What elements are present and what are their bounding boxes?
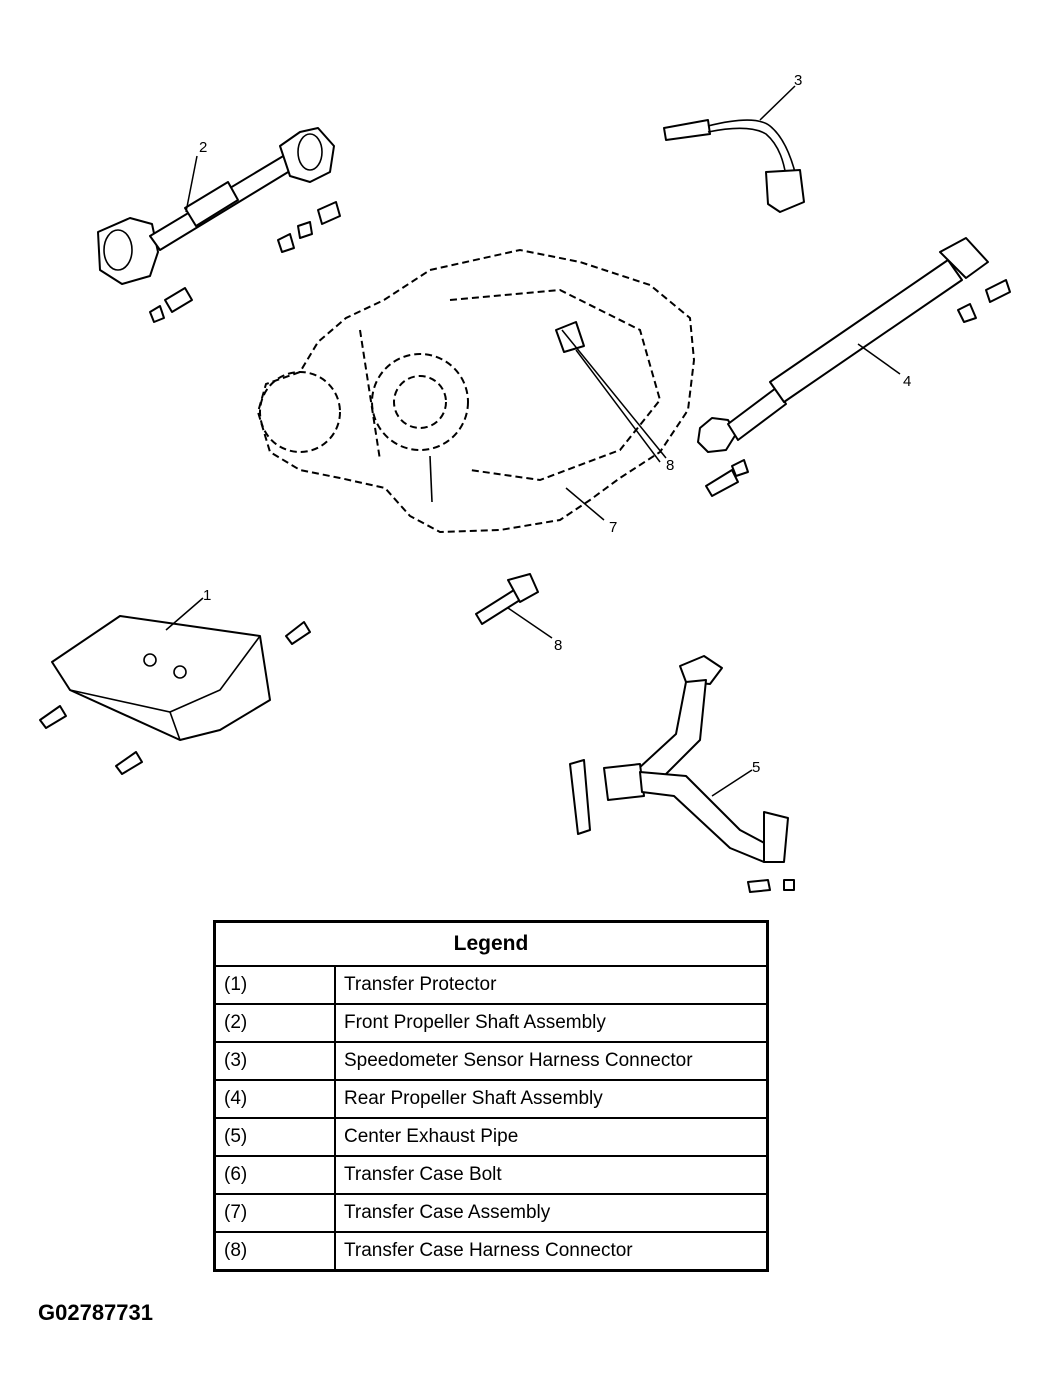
center-exhaust-pipe	[569, 655, 795, 893]
callout-4: 4	[903, 373, 911, 390]
legend-title: Legend	[213, 920, 769, 967]
legend-header-row: Legend	[213, 920, 769, 967]
legend-label: Front Propeller Shaft Assembly	[334, 1003, 769, 1043]
legend-label: Transfer Case Harness Connector	[334, 1231, 769, 1272]
transfer-case-bolt	[475, 573, 539, 625]
legend-label: Transfer Protector	[334, 965, 769, 1005]
legend-label: Speedometer Sensor Harness Connector	[334, 1041, 769, 1081]
callout-2: 2	[199, 139, 207, 156]
legend-row: (7)Transfer Case Assembly	[213, 1193, 769, 1233]
legend-row: (4)Rear Propeller Shaft Assembly	[213, 1079, 769, 1119]
legend-row: (1)Transfer Protector	[213, 965, 769, 1005]
callout-5: 5	[752, 759, 760, 776]
legend-number: (8)	[213, 1231, 336, 1272]
legend-number: (4)	[213, 1079, 336, 1119]
callout-7: 7	[609, 519, 617, 536]
legend-number: (3)	[213, 1041, 336, 1081]
callout-8-lower: 8	[554, 637, 562, 654]
legend-number: (1)	[213, 965, 336, 1005]
diagram-svg: 2 3 4 8 7 1 8 5	[39, 72, 1011, 893]
legend-row: (8)Transfer Case Harness Connector	[213, 1231, 769, 1272]
transfer-protector	[39, 615, 311, 775]
legend-table: Legend (1)Transfer Protector (2)Front Pr…	[213, 920, 769, 1272]
legend-label: Rear Propeller Shaft Assembly	[334, 1079, 769, 1119]
legend-number: (2)	[213, 1003, 336, 1043]
legend-number: (7)	[213, 1193, 336, 1233]
front-propeller-shaft	[97, 127, 341, 323]
legend-row: (6)Transfer Case Bolt	[213, 1155, 769, 1195]
callout-3: 3	[794, 72, 802, 89]
transfer-case-assembly	[256, 248, 696, 534]
legend-label: Transfer Case Assembly	[334, 1193, 769, 1233]
legend-row: (3)Speedometer Sensor Harness Connector	[213, 1041, 769, 1081]
legend-number: (5)	[213, 1117, 336, 1157]
figure-id: G02787731	[38, 1300, 153, 1325]
legend-row: (5)Center Exhaust Pipe	[213, 1117, 769, 1157]
callout-8-upper: 8	[666, 457, 674, 474]
callout-1: 1	[203, 587, 211, 604]
legend-label: Transfer Case Bolt	[334, 1155, 769, 1195]
harness-connector-upper	[555, 321, 585, 353]
exploded-parts-diagram: 2 3 4 8 7 1 8 5	[39, 72, 1011, 893]
legend-label: Center Exhaust Pipe	[334, 1117, 769, 1157]
legend-row: (2)Front Propeller Shaft Assembly	[213, 1003, 769, 1043]
rear-propeller-shaft	[697, 237, 1011, 497]
legend-number: (6)	[213, 1155, 336, 1195]
speedometer-sensor-connector	[663, 119, 805, 213]
